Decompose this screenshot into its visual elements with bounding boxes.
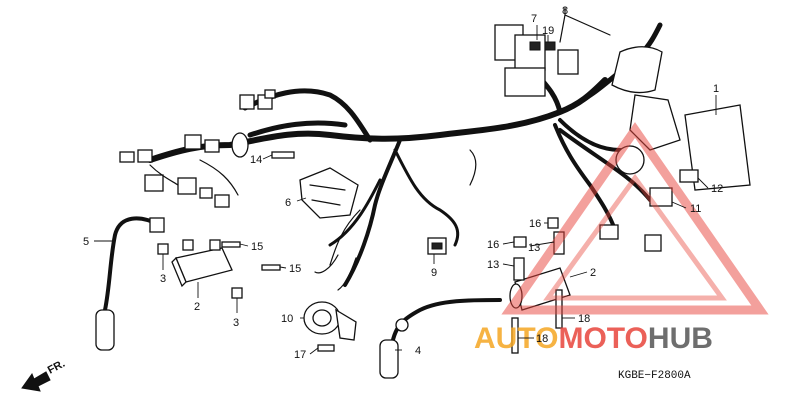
callout-9: 9 xyxy=(431,267,437,279)
watermark-part-moto: MOTO xyxy=(558,322,647,355)
callout-4: 4 xyxy=(415,345,421,357)
front-label: FR. xyxy=(46,358,67,377)
callout-2-left: 2 xyxy=(194,301,200,313)
callout-18-right: 18 xyxy=(578,313,590,325)
leader-lines xyxy=(94,25,717,355)
front-direction-indicator: FR. xyxy=(21,358,67,392)
callout-19: 19 xyxy=(542,25,554,37)
callout-16-upper: 16 xyxy=(529,218,541,230)
front-arrow-icon xyxy=(21,371,51,392)
callout-18-left: 18 xyxy=(536,333,548,345)
diagram-code: KGBE−F2800A xyxy=(618,370,691,382)
callout-15-upper: 15 xyxy=(251,241,263,253)
watermark-part-hub: HUB xyxy=(648,322,713,355)
callout-17: 17 xyxy=(294,349,306,361)
callout-14: 14 xyxy=(250,154,262,166)
ignition-coil-left xyxy=(171,239,233,288)
automotohub-watermark: AUTOMOTOHUB xyxy=(474,122,769,355)
callout-16-lower: 16 xyxy=(487,239,499,251)
callout-8: 8 xyxy=(562,5,568,17)
callout-10: 10 xyxy=(281,313,293,325)
fuse-box-assembly xyxy=(494,7,611,97)
callout-3-lower: 3 xyxy=(233,317,239,329)
callout-1: 1 xyxy=(713,83,719,95)
watermark-text: AUTOMOTOHUB xyxy=(474,322,713,355)
spark-plug-cap-left xyxy=(95,216,165,351)
bracket xyxy=(299,167,359,219)
spark-plug-cap-right xyxy=(379,298,502,379)
callout-7: 7 xyxy=(531,13,537,25)
callout-11: 11 xyxy=(690,203,701,215)
left-connectors xyxy=(119,89,276,208)
connector-9 xyxy=(427,237,447,255)
watermark-part-auto: AUTO xyxy=(474,322,558,355)
callout-3-upper: 3 xyxy=(160,273,166,285)
horn xyxy=(303,301,357,341)
callout-5: 5 xyxy=(83,236,89,248)
callout-12: 12 xyxy=(711,183,723,195)
callout-6: 6 xyxy=(285,197,291,209)
callout-15-lower: 15 xyxy=(289,263,301,275)
callout-13-lower: 13 xyxy=(487,259,499,271)
callout-13-upper: 13 xyxy=(528,242,540,254)
callout-2-right: 2 xyxy=(590,267,596,279)
callout-labels: 1 2 2 3 3 4 5 6 7 8 9 10 11 12 13 13 14 … xyxy=(83,5,723,361)
